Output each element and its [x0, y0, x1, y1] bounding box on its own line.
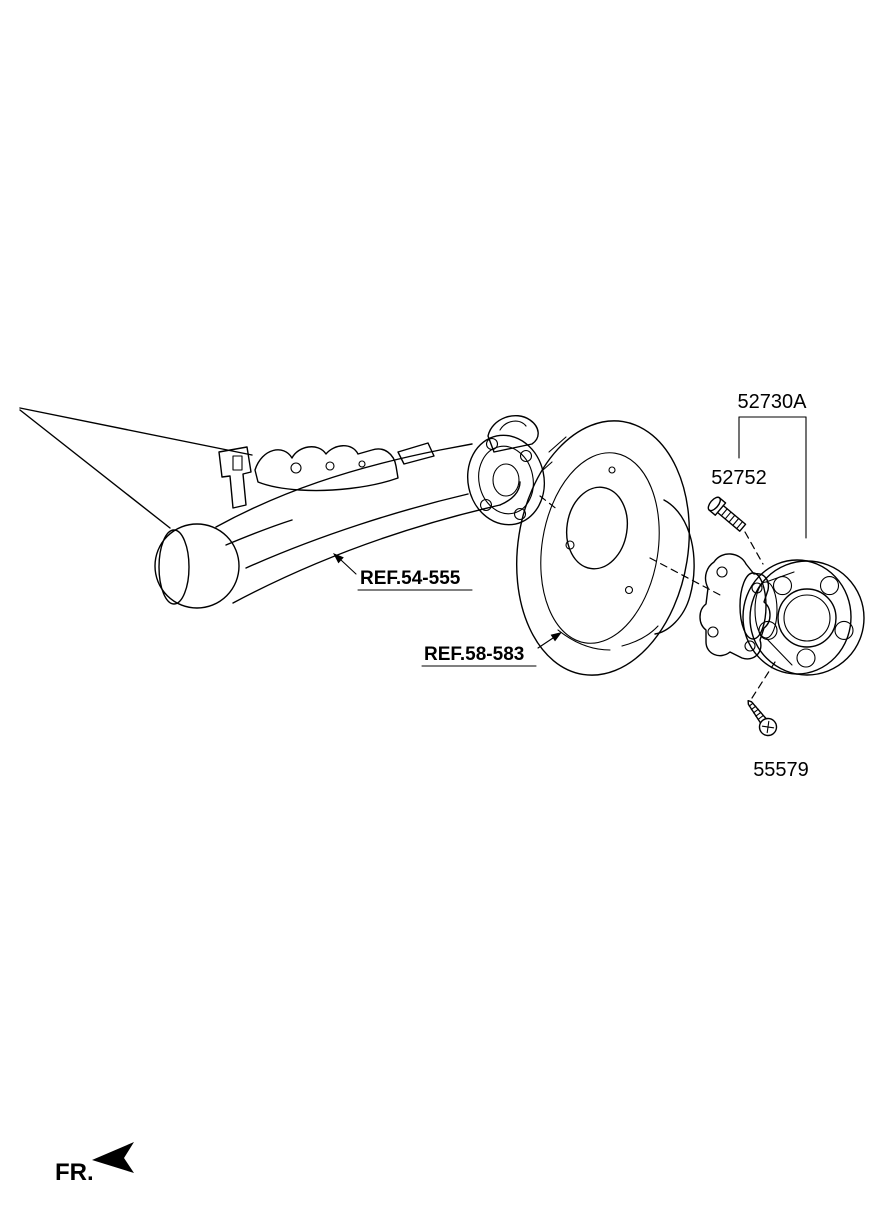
brake-backing-plate-drawing — [515, 420, 695, 676]
front-direction-text: FR. — [55, 1159, 94, 1186]
label-bracket-52730a — [738, 416, 807, 539]
assembly-axis-dashed-lines — [539, 495, 776, 699]
hub-bearing-assembly-drawing — [699, 553, 865, 676]
ref-backing-plate-text[interactable]: REF.58-583 — [424, 644, 524, 665]
leader-ref-54-555 — [333, 553, 357, 575]
hub-bolt-drawing — [707, 496, 747, 532]
ref-axle-text[interactable]: REF.54-555 — [360, 568, 461, 589]
part-label-hub-assembly: 52730A — [738, 391, 808, 413]
hub-screw-drawing — [747, 699, 778, 737]
ref-label-backing-plate[interactable]: REF.58-583 — [421, 644, 537, 667]
part-label-hub-bolt: 52752 — [711, 467, 767, 489]
part-label-hub-screw: 55579 — [753, 759, 809, 781]
leader-ref-58-583 — [537, 632, 562, 649]
ref-label-axle[interactable]: REF.54-555 — [357, 568, 473, 591]
front-direction-marker: FR. — [55, 1142, 134, 1186]
rear-axle-beam-drawing — [19, 407, 546, 609]
front-direction-arrow-icon — [92, 1142, 134, 1173]
